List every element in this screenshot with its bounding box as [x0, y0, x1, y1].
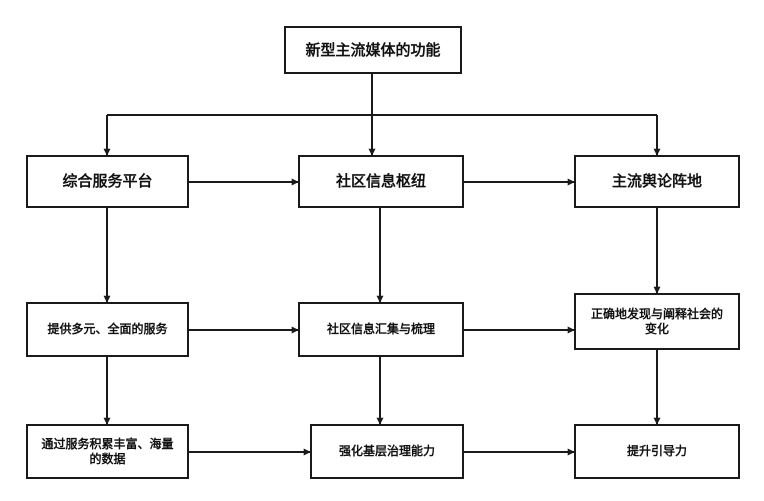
node-col2-bot-label: 强化基层治理能力 — [338, 444, 435, 458]
node-col1-mid: 提供多元、全面的服务 — [26, 302, 189, 357]
node-col1-top: 综合服务平台 — [26, 155, 189, 208]
node-col3-top: 主流舆论阵地 — [574, 155, 740, 208]
node-col1-mid-label: 提供多元、全面的服务 — [47, 322, 168, 336]
node-col3-bot: 提升引导力 — [574, 424, 740, 479]
node-col1-bot: 通过服务积累丰富、海量的数据 — [26, 424, 189, 479]
node-col3-top-label: 主流舆论阵地 — [611, 172, 702, 191]
node-col2-mid: 社区信息汇集与梳理 — [298, 302, 464, 357]
node-col3-bot-label: 提升引导力 — [626, 444, 687, 458]
node-col2-mid-label: 社区信息汇集与梳理 — [326, 322, 435, 336]
node-col3-mid-label: 正确地发现与阐释社会的变化 — [590, 306, 723, 336]
node-col1-bot-label: 通过服务积累丰富、海量的数据 — [41, 436, 174, 466]
node-col2-top: 社区信息枢纽 — [298, 155, 464, 208]
root-node-label: 新型主流媒体的功能 — [305, 40, 441, 59]
node-col2-top-label: 社区信息枢纽 — [335, 172, 426, 191]
node-col3-mid: 正确地发现与阐释社会的变化 — [574, 293, 740, 350]
node-col2-bot: 强化基层治理能力 — [310, 424, 464, 479]
root-node: 新型主流媒体的功能 — [284, 26, 462, 74]
node-col1-top-label: 综合服务平台 — [62, 172, 153, 191]
